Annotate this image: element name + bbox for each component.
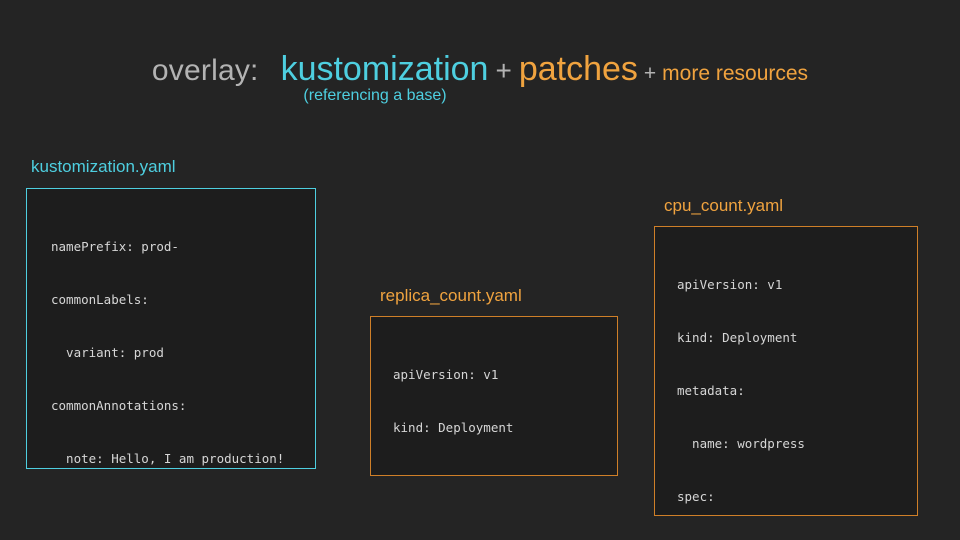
code-line: commonAnnotations:: [51, 398, 187, 413]
code-line: kind: Deployment: [393, 420, 514, 435]
card-label-kustomization-yaml: kustomization.yaml: [31, 157, 176, 176]
code-line: name: wordpress: [677, 436, 805, 451]
code-line: note: Hello, I am production!: [51, 451, 285, 466]
code-card-replica-count-yaml: apiVersion: v1 kind: Deployment metadata…: [370, 316, 618, 476]
title-prefix: overlay:: [151, 54, 259, 87]
title-term-kustomization: kustomization: [280, 50, 489, 88]
code-card-cpu-count-yaml: apiVersion: v1 kind: Deployment metadata…: [654, 226, 918, 516]
code-body-kustomization-yaml: namePrefix: prod- commonLabels: variant:…: [51, 205, 315, 468]
code-line: variant: prod: [51, 345, 164, 360]
card-label-replica-count-yaml: replica_count.yaml: [380, 286, 522, 305]
code-line: commonLabels:: [51, 292, 149, 307]
code-body-replica-count-yaml: apiVersion: v1 kind: Deployment metadata…: [393, 333, 617, 475]
slide-title: overlay:kustomization+patches+more resou…: [0, 52, 960, 86]
code-line: metadata:: [393, 469, 617, 475]
code-line: kind: Deployment: [677, 330, 798, 345]
code-line: spec:: [677, 489, 715, 504]
title-operator-two: +: [643, 62, 657, 85]
slide-subtitle: (referencing a base): [303, 87, 447, 104]
code-line: metadata:: [677, 383, 745, 398]
code-line: apiVersion: v1: [677, 277, 783, 292]
card-label-cpu-count-yaml: cpu_count.yaml: [664, 196, 784, 215]
code-card-kustomization-yaml: namePrefix: prod- commonLabels: variant:…: [26, 188, 316, 469]
code-line: namePrefix: prod-: [51, 239, 179, 254]
code-body-cpu-count-yaml: apiVersion: v1 kind: Deployment metadata…: [677, 243, 917, 515]
title-operator-one: +: [495, 55, 512, 86]
code-line: apiVersion: v1: [393, 367, 499, 382]
title-term-more-resources: more resources: [662, 62, 809, 85]
title-term-patches: patches: [518, 50, 638, 88]
